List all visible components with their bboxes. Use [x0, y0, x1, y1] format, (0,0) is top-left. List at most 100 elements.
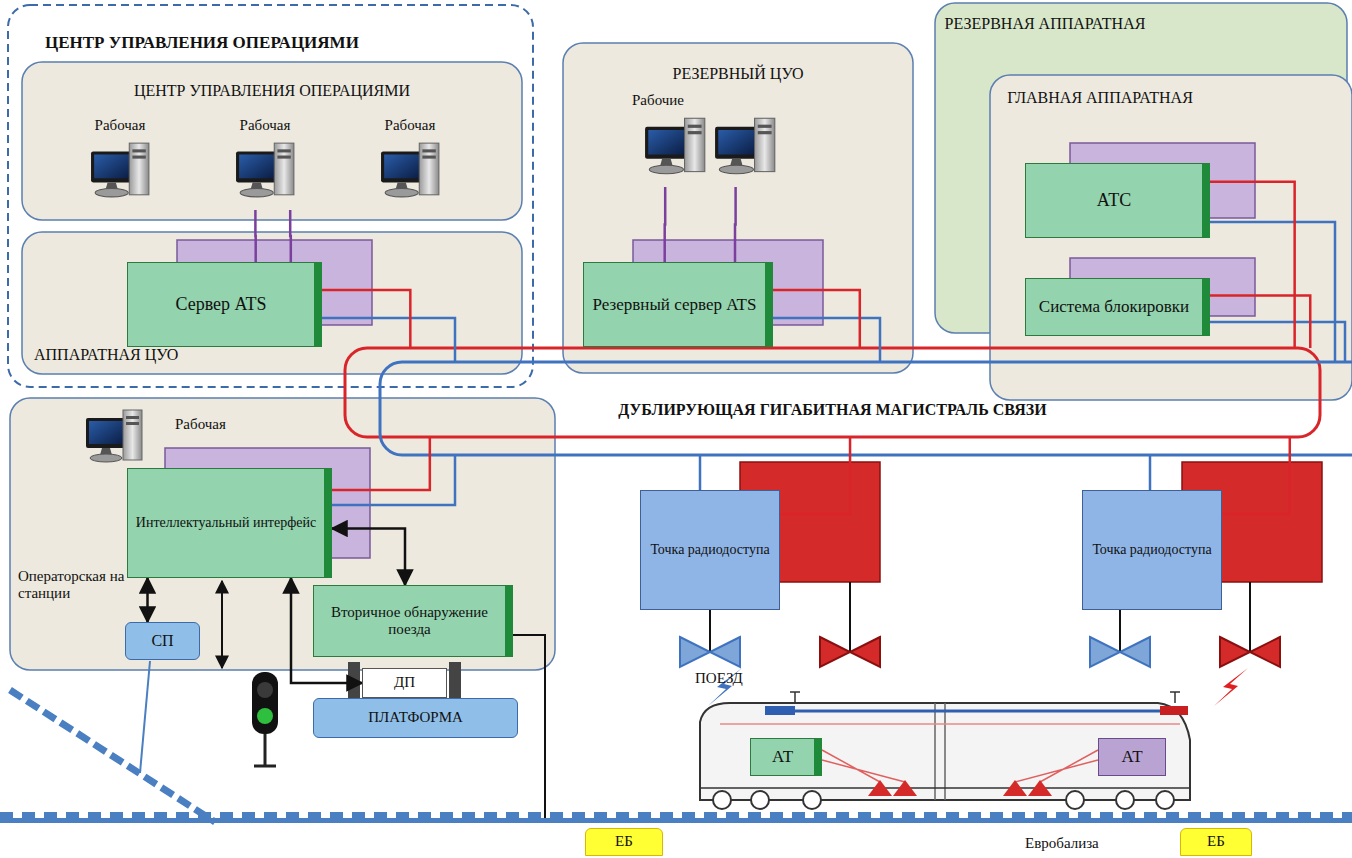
workstation: Рабочая	[60, 115, 180, 210]
control-center-zone: РабочаяРабочаяРабочаяЦЕНТР УПРАВЛЕНИЯ ОП…	[8, 5, 533, 387]
part-label: Евробализа	[1025, 835, 1099, 852]
link-line	[1210, 295, 1310, 348]
signal-symbol	[222, 581, 278, 766]
computer-icon-part	[422, 149, 435, 152]
blue-link-line-part	[332, 455, 455, 505]
link-line	[773, 290, 860, 348]
signal-symbol-part	[257, 682, 273, 698]
train-drawing-part-part	[1003, 780, 1027, 796]
platform-box: ПЛАТФОРМА	[313, 698, 518, 738]
computer-icon-part	[126, 422, 139, 425]
train-drawing-part	[765, 706, 795, 715]
heading-text: ДУБЛИРУЮЩАЯ ГИГАБИТНАЯ МАГИСТРАЛЬ СВЯЗИ	[345, 401, 1320, 419]
track-part	[10, 690, 215, 822]
computer-icon	[714, 114, 778, 178]
computer-icon-part	[123, 410, 142, 460]
box-text: Точка радиодоступа	[650, 542, 769, 558]
antenna-part	[849, 582, 851, 652]
computer-icon-part	[648, 130, 684, 155]
antenna-part	[680, 637, 740, 667]
box-text: Вторичное обнаружение поезда	[318, 604, 502, 639]
server-box: Сервер ATS	[127, 262, 322, 347]
computer-icon-part	[236, 151, 277, 182]
computer-icon-part	[758, 125, 772, 128]
computer-icon-part	[384, 155, 419, 179]
box-text: АТС	[1097, 190, 1131, 211]
heading-text: Рабочая	[60, 117, 180, 134]
computer-icon	[380, 139, 442, 201]
box-text: Сервер ATS	[175, 294, 266, 315]
blue-link-line-part	[1149, 455, 1152, 490]
train-drawing	[700, 692, 1190, 809]
train: АТАТПОЕЗД	[690, 670, 1190, 812]
radio-signal	[708, 668, 1248, 706]
computer-icon-part	[688, 131, 702, 134]
link-line	[1222, 437, 1290, 514]
train-drawing-part-part	[751, 791, 769, 809]
heading-text: Рабочая	[205, 117, 325, 134]
computer-icon-part	[715, 127, 758, 159]
computer-icon-part	[419, 143, 439, 195]
train-drawing-part-part	[1116, 791, 1134, 809]
link-line	[146, 578, 149, 622]
control-room: РабочаяРабочаяРабочаяЦЕНТР УПРАВЛЕНИЯ ОП…	[22, 62, 522, 220]
computer-icon-part	[685, 118, 705, 171]
eurobalise: ЕБ	[1180, 828, 1252, 856]
box-text: ЕБ	[615, 833, 633, 850]
computer-icon-part	[90, 454, 122, 462]
train-drawing-part	[935, 703, 945, 800]
connector-part	[148, 182, 1311, 683]
main-equipment-room-outline	[990, 75, 1352, 400]
static-drawing	[0, 143, 1352, 823]
train-drawing-part-part	[713, 791, 731, 809]
link-line	[254, 210, 257, 262]
train-drawing-part	[790, 692, 1180, 703]
antenna-part	[709, 610, 711, 652]
blue-link-line-part	[322, 318, 455, 362]
blue-link-line-part	[1210, 322, 1345, 362]
eurobalise: ЕБ	[585, 828, 663, 856]
train-detection-box: Вторичное обнаружение поезда	[313, 585, 513, 657]
box-text: ПЛАТФОРМА	[368, 709, 463, 726]
backbone-ring: ДУБЛИРУЮЩАЯ ГИГАБИТНАЯ МАГИСТРАЛЬ СВЯЗИ	[345, 348, 1320, 437]
onboard-unit: АТ	[1098, 738, 1166, 776]
heading-text: Рабочая	[350, 117, 470, 134]
onboard-unit: АТ	[750, 738, 822, 776]
workstation: Рабочая	[205, 115, 325, 210]
track	[0, 661, 1352, 823]
computer-icon	[644, 114, 708, 178]
switch-box: СП	[125, 622, 200, 660]
track-part	[0, 818, 1352, 823]
interlocking-box: Система блокировки	[1025, 278, 1210, 336]
computer-icon-part	[129, 143, 149, 195]
box-text: Интеллектуальный интерфейс	[136, 515, 316, 531]
interface-box: Интеллектуальный интерфейс	[127, 468, 332, 578]
heading-text: ГЛАВНАЯ АППАРАТНАЯ	[995, 89, 1205, 107]
control-room-outline	[22, 62, 522, 220]
computer-icon	[235, 139, 297, 201]
computer-icon-part	[94, 155, 129, 179]
link-line	[289, 210, 292, 262]
link-line	[322, 290, 410, 348]
heading-text: Рабочие	[632, 92, 684, 109]
train-drawing-part	[700, 703, 1190, 800]
computer-icon	[85, 408, 145, 464]
antenna-part	[1090, 637, 1150, 667]
link-line	[780, 437, 850, 514]
computer-icon-part	[422, 156, 435, 159]
computer-icon-part	[239, 155, 274, 179]
computer-icon-part	[240, 189, 273, 197]
train-drawing-part-part	[1156, 791, 1174, 809]
computer-icon-part	[126, 416, 139, 419]
train-drawing-part	[700, 787, 1190, 789]
antenna-part	[820, 637, 880, 667]
radio-access-point: Точка радиодоступа	[1082, 490, 1222, 610]
heading-text: Операторская на станции	[18, 568, 130, 603]
antenna-part	[1119, 610, 1121, 652]
box-text: ЕБ	[1207, 833, 1225, 850]
link-line	[1210, 182, 1295, 348]
blue-link-line-part	[773, 318, 880, 362]
antenna-part	[1249, 582, 1251, 652]
heading-text: РЕЗЕРВНАЯ АППАРАТНАЯ	[940, 15, 1150, 33]
